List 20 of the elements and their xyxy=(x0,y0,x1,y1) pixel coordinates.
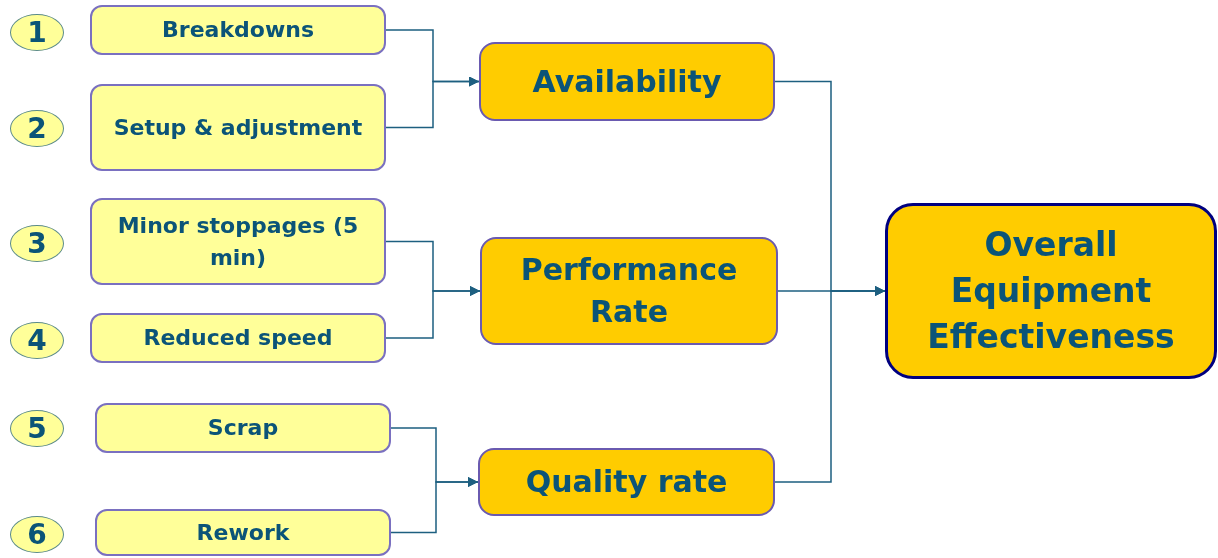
connector-arrow xyxy=(390,477,479,534)
cause-box: Scrap xyxy=(95,403,391,453)
number-oval: 2 xyxy=(10,110,64,147)
number-oval: 4 xyxy=(10,322,64,359)
number-oval: 5 xyxy=(10,410,64,447)
result-box: Overall Equipment Effectiveness xyxy=(885,203,1217,379)
factor-box: Performance Rate xyxy=(480,237,778,345)
connector-arrow xyxy=(774,286,886,483)
number-oval: 3 xyxy=(10,225,64,262)
cause-box: Rework xyxy=(95,509,391,556)
factor-box: Availability xyxy=(479,42,775,121)
number-oval: 6 xyxy=(10,516,64,553)
connector-arrow xyxy=(385,76,480,129)
number-oval: 1 xyxy=(10,14,64,51)
connector-arrow xyxy=(385,286,481,339)
cause-box: Setup & adjustment xyxy=(90,84,386,171)
factor-box: Quality rate xyxy=(478,448,775,516)
cause-box: Minor stoppages (5 min) xyxy=(90,198,386,285)
cause-box: Breakdowns xyxy=(90,5,386,55)
cause-box: Reduced speed xyxy=(90,313,386,363)
